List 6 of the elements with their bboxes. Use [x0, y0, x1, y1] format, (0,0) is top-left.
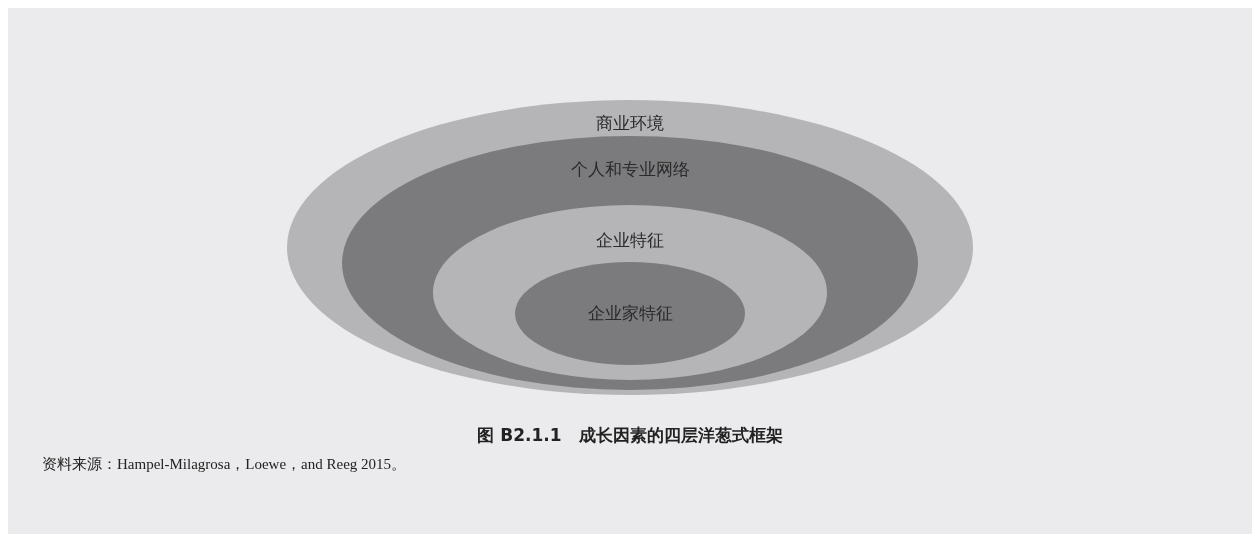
- layer-label: 个人和专业网络: [569, 159, 691, 181]
- figure-title: 图 B2.1.1 成长因素的四层洋葱式框架: [476, 424, 784, 447]
- source-note: 资料来源：Hampel-Milagrosa，Loewe，and Reeg 2015。: [42, 455, 407, 474]
- layer-label: 商业环境: [595, 113, 665, 135]
- layer-label: 企业家特征: [586, 303, 674, 325]
- layer-label: 企业特征: [595, 230, 665, 252]
